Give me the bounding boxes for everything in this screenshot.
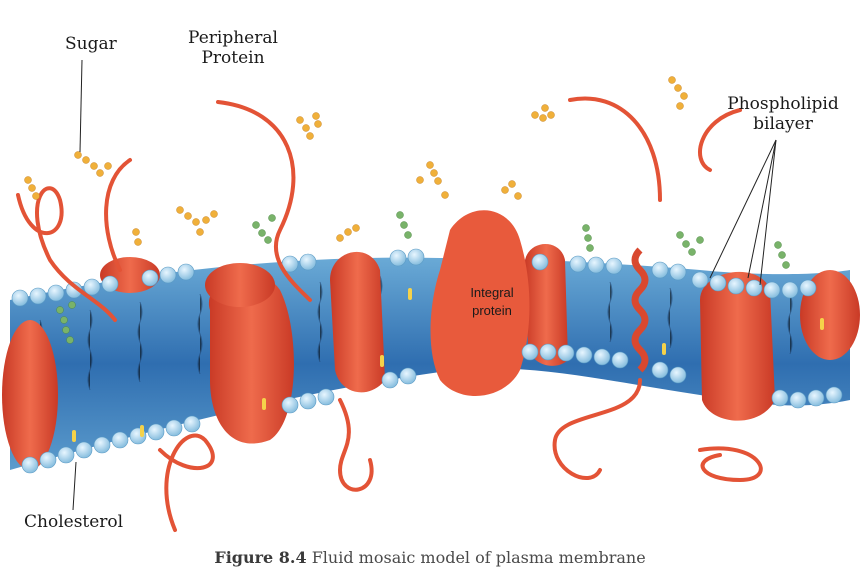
phospholipid-heads-upper	[11, 248, 817, 307]
phospholipid-bilayer-label-line2: bilayer	[753, 114, 813, 134]
integral-protein-label-line1: Integral	[470, 285, 514, 300]
helical-protein-chain	[631, 247, 649, 373]
integral-protein-label: Integral protein	[452, 284, 532, 320]
figure-caption-text: Fluid mosaic model of plasma membrane	[311, 548, 646, 567]
carbohydrate-chains-green	[56, 211, 790, 344]
peripheral-protein-label: Peripheral Protein	[178, 28, 288, 68]
peripheral-protein-label-line2: Protein	[201, 48, 265, 68]
phospholipid-heads-lower	[21, 343, 843, 474]
phospholipid-bilayer-label-line1: Phospholipid	[727, 94, 839, 114]
integral-protein-label-line2: protein	[472, 303, 512, 318]
peripheral-protein-strands	[16, 96, 763, 532]
peripheral-protein-label-line1: Peripheral	[188, 28, 278, 48]
integral-protein-shape	[430, 210, 530, 397]
cholesterol-molecules	[72, 288, 824, 442]
label-leader-lines	[72, 59, 777, 511]
phospholipid-bilayer-label: Phospholipid bilayer	[718, 94, 848, 134]
figure-number: Figure 8.4	[214, 548, 307, 567]
cholesterol-label: Cholesterol	[24, 512, 124, 532]
figure-caption: Figure 8.4 Fluid mosaic model of plasma …	[0, 548, 860, 567]
sugar-label: Sugar	[65, 34, 117, 54]
carbohydrate-chains-orange	[24, 76, 688, 246]
transmembrane-proteins	[2, 243, 860, 470]
